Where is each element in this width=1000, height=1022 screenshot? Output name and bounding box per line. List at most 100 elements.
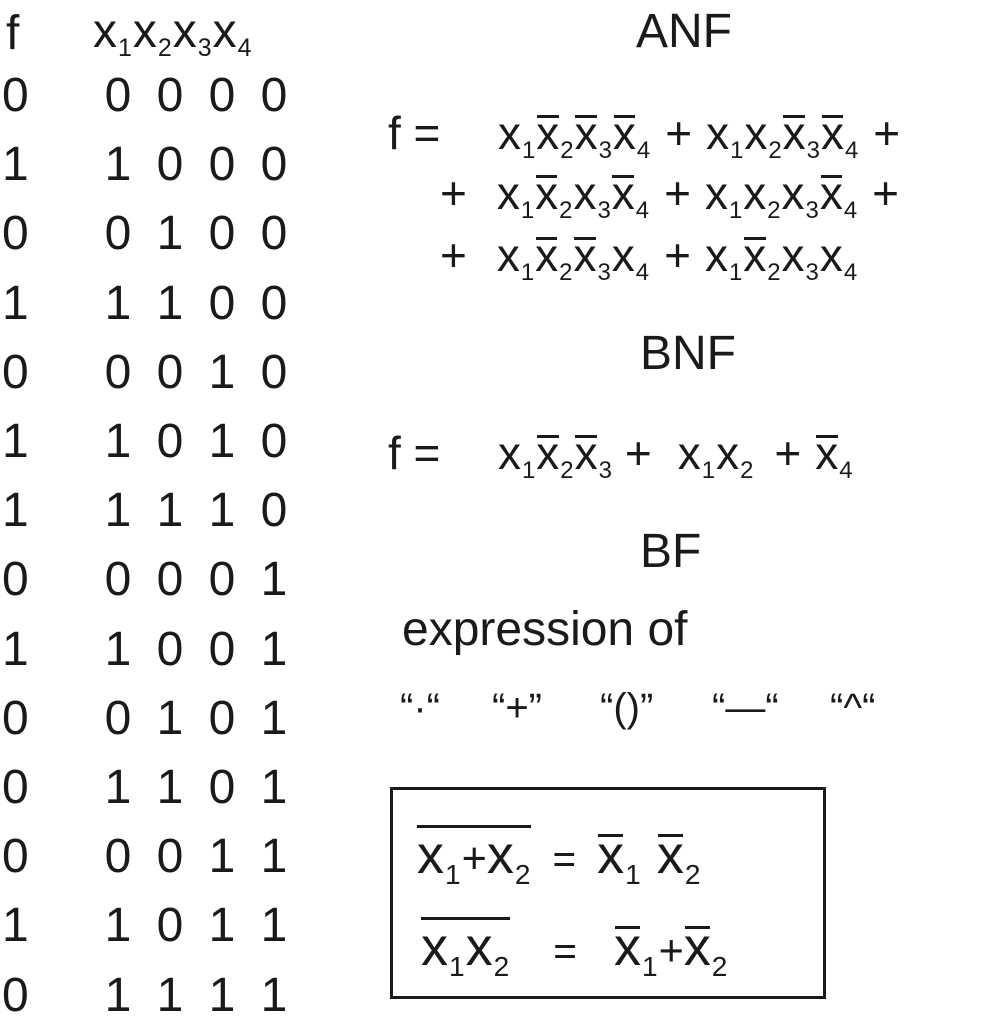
bit-cell: 1 [156,968,184,1022]
negated-variable: x [535,167,559,219]
variable: x [573,167,597,219]
f-value: 0 [2,553,29,607]
bit-cell: 1 [156,276,184,330]
f-value: 1 [2,899,29,953]
bit-cell: 0 [156,69,184,122]
bit-cell: 1 [104,899,132,953]
variable-index: 3 [597,197,611,225]
bit-cell: 0 [208,207,236,261]
bit-cell: 0 [208,138,236,192]
de-morgan-law-2: x1x2 = x1+x2 [421,917,728,982]
bit-cell: 1 [156,484,184,538]
bit-cell: 0 [156,415,184,468]
bit-cell: 0 [156,553,184,607]
bit-cell: 1 [208,968,236,1022]
negated-variable: x [573,229,597,281]
plus-sign: + [440,167,467,219]
bit-cell: 0 [156,830,184,884]
product-term: x1x2x3x4 [497,167,650,223]
bit-cell: 0 [260,138,288,192]
bit-cell: 1 [208,899,236,953]
variable-index: 1 [522,457,536,485]
bit-cell: 0 [208,691,236,745]
bit-cell: 0 [208,69,236,122]
negated-variable: x [536,427,560,479]
f-value: 1 [2,276,29,330]
negated-product: x1x2 [421,917,511,982]
variable: x [781,229,805,281]
bit-cell: 1 [260,691,288,745]
negated-variable: x [536,107,560,159]
bit-cell: 1 [156,761,184,814]
anf-lhs: f = [388,107,441,159]
bit-cell: 1 [260,622,288,676]
bf-description: expression of [402,603,688,656]
anf-line-2: +x1x2x3x4+x1x2x3x4+ [440,167,899,223]
variable: x [781,167,805,219]
bit-cell: 1 [104,415,132,468]
bit-cell: 0 [208,553,236,607]
variable: x [677,427,701,479]
bit-cell: 0 [208,761,236,814]
bit-cell: 1 [208,415,236,468]
bit-cell: 1 [156,207,184,261]
variable-index: 1 [730,137,744,165]
operator-bar: “—“ [712,686,779,730]
bit-cell: 0 [104,830,132,884]
f-value: 0 [2,968,29,1022]
bit-cell: 0 [104,553,132,607]
product-term: x1x2x3x4 [498,107,651,163]
variable-index: 1 [522,137,536,165]
negated-variable: x [820,107,844,159]
variable-index: 4 [844,137,859,165]
bit-cell: 1 [104,622,132,676]
negated-variable: x [743,229,767,281]
negated-variable: x [819,167,843,219]
f-value: 0 [2,345,29,399]
bit-cell: 0 [208,622,236,676]
plus-sign: + [440,229,467,281]
f-value: 0 [2,69,29,122]
f-value: 0 [2,761,29,814]
variable-index: 3 [806,137,820,165]
bit-cell: 1 [104,484,132,538]
operator-parens: “()” [600,686,654,730]
f-value: 1 [2,415,29,468]
bit-cell: 0 [156,622,184,676]
product-term: x1x2x3x4 [704,229,858,285]
negated-variable: x [574,107,598,159]
bit-cell: 1 [104,761,132,814]
plus-sign: + [665,107,693,159]
plus-sign: + [664,229,691,281]
bit-cell: 0 [156,899,184,953]
bit-cell: 1 [104,138,132,192]
negated-variable: x [815,427,839,479]
variable-index: 4 [839,457,853,485]
bit-cell: 1 [260,968,288,1022]
variable-index: 1 [520,259,535,287]
variable: x [743,167,767,219]
variable: x [498,107,521,159]
variable-index: 2 [559,197,573,225]
variable-index: 2 [560,457,574,485]
variable-index: 1 [728,197,743,225]
variable-index: 1 [728,259,743,287]
variable: x [704,229,728,281]
bit-cell: 1 [104,968,132,1022]
bit-cell: 1 [260,830,288,884]
de-morgan-law-1: x1+x2 = x1 x2 [417,825,701,890]
bit-cell: 0 [260,207,288,261]
